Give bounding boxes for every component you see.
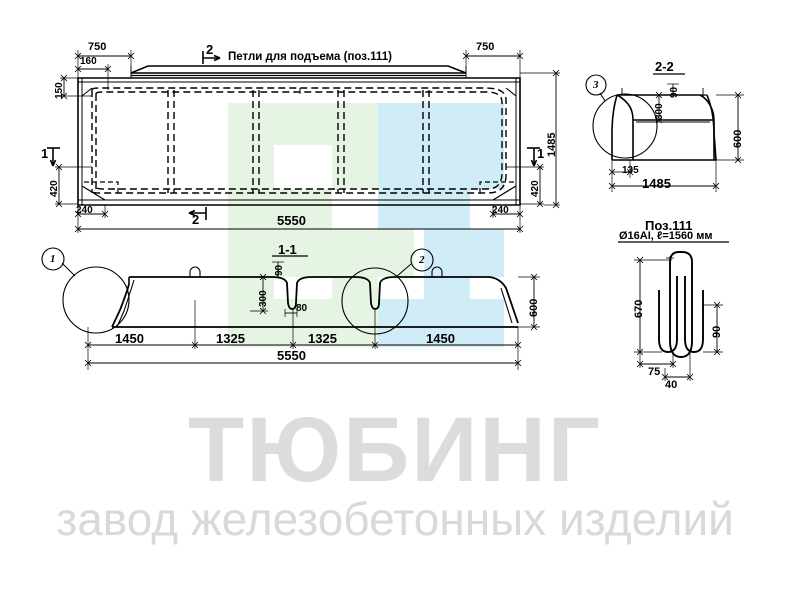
dim-1450-right: 1450 [426, 331, 455, 346]
section-mark-1-right: 1 [537, 146, 545, 161]
dim-90-sec22: 90 [669, 86, 680, 98]
dim-240-left: 240 [76, 205, 93, 216]
dim-160: 160 [80, 56, 97, 67]
dim-90-elev: 90 [274, 264, 285, 276]
title-section-2-2: 2-2 [655, 59, 674, 74]
detail-callout-3: 3 [593, 79, 599, 91]
watermark-tagline: завод железобетонных изделий [56, 493, 734, 545]
dim-300-elev: 300 [258, 290, 269, 307]
title-rebar-pos: Поз.111 [645, 218, 693, 233]
dim-1485-plan: 1485 [546, 132, 558, 157]
dim-135-sec22: 135 [622, 165, 639, 176]
dim-670-rebar: 670 [633, 299, 645, 318]
dim-1450-left: 1450 [115, 331, 144, 346]
detail-callout-1: 1 [50, 253, 56, 265]
section-mark-2-top: 2 [206, 42, 214, 57]
title-lifting-loops: Петли для подъема (поз.111) [228, 51, 392, 63]
dim-420-left: 420 [49, 180, 60, 197]
dim-420-right: 420 [530, 180, 541, 197]
dim-1325-right: 1325 [308, 331, 337, 346]
dim-40-rebar: 40 [665, 379, 678, 391]
dim-300-sec22: 300 [654, 103, 665, 120]
dim-1325-left: 1325 [216, 331, 245, 346]
dim-90-rebar: 90 [711, 325, 723, 338]
watermark-brand: ТЮБИНГ [188, 399, 602, 501]
section-mark-2-bottom: 2 [192, 212, 200, 227]
dim-600-elev: 600 [528, 298, 540, 317]
dim-240-right: 240 [492, 205, 509, 216]
detail-callout-2: 2 [419, 254, 425, 266]
dim-150: 150 [54, 82, 65, 99]
dim-750-right: 750 [476, 41, 495, 53]
dim-750-left: 750 [88, 41, 107, 53]
dim-80-elev: 80 [296, 303, 308, 314]
dim-5550-plan: 5550 [277, 213, 306, 228]
section-mark-1-left: 1 [41, 146, 49, 161]
title-section-1-1: 1-1 [278, 242, 297, 257]
dim-75-rebar: 75 [648, 366, 661, 378]
dim-5550-elev: 5550 [277, 348, 306, 363]
rebar-spec: Ø16AI, ℓ=1560 мм [619, 230, 713, 242]
dim-600-sec22: 600 [732, 129, 744, 148]
dim-1485-sec22: 1485 [642, 176, 671, 191]
